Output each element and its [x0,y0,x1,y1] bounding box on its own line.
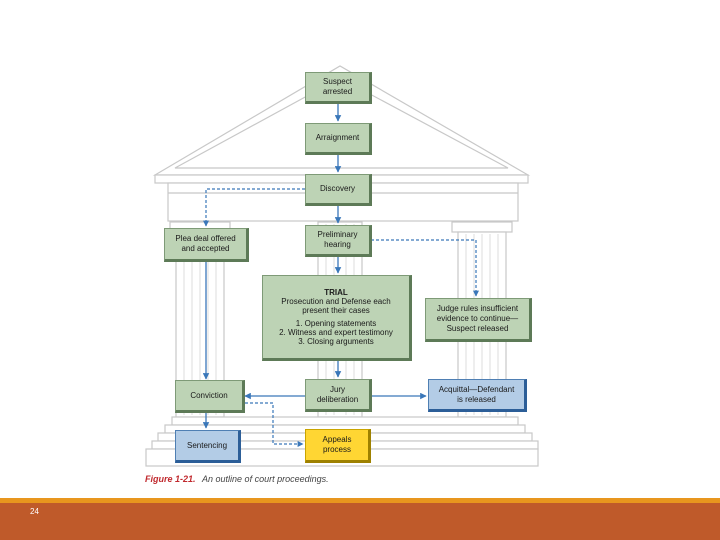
dashed-discovery-to-plea [203,188,305,227]
node-appeals-process: Appeals process [305,429,371,463]
figure-number: Figure 1-21. [145,474,196,484]
node-judge-rules: Judge rules insufficient evidence to con… [425,298,532,342]
node-trial: TRIAL Prosecution and Defense each prese… [262,275,412,361]
figure-caption: Figure 1-21. An outline of court proceed… [145,474,329,484]
node-acquittal: Acquittal—Defendant is released [428,379,527,412]
node-suspect-arrested: Suspect arrested [305,72,372,104]
figure-caption-text: An outline of court proceedings. [202,474,329,484]
node-conviction: Conviction [175,380,245,413]
trial-title: TRIAL [324,288,348,297]
footer-accent-bar [0,498,720,503]
dashed-preliminary-to-judge [371,239,479,297]
footer-bar [0,503,720,540]
node-discovery: Discovery [305,174,372,206]
node-sentencing: Sentencing [175,430,241,463]
node-jury-deliberation: Jury deliberation [305,379,372,412]
page-number: 24 [30,507,39,516]
node-preliminary-hearing: Preliminary hearing [305,225,372,257]
node-arraignment: Arraignment [305,123,372,155]
node-plea-deal: Plea deal offered and accepted [164,228,249,262]
step-1 [171,416,519,426]
pediment-inner [174,77,509,169]
